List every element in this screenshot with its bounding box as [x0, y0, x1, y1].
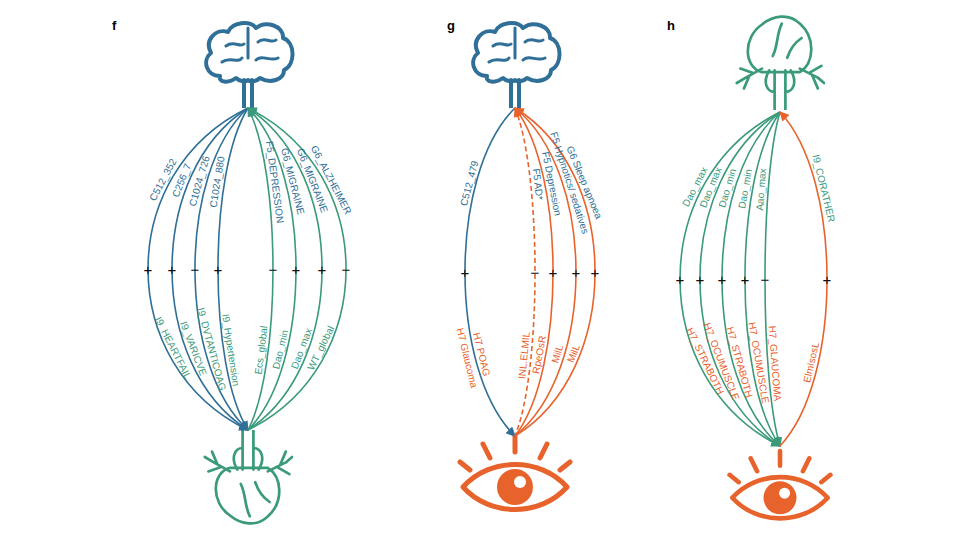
effect-sign: + — [292, 262, 301, 277]
association-curve — [248, 108, 346, 430]
effect-sign: + — [461, 265, 470, 280]
effect-sign: + — [168, 262, 177, 277]
effect-sign: + — [144, 262, 153, 277]
association-curve — [172, 108, 248, 430]
brain-icon — [473, 23, 559, 108]
effect-sign: − — [531, 265, 540, 280]
effect-sign: + — [549, 265, 558, 280]
association-curve — [148, 108, 248, 430]
heart-icon — [737, 17, 824, 110]
association-curve — [515, 108, 595, 436]
effect-sign: + — [718, 272, 727, 287]
effect-sign: − — [761, 272, 770, 287]
effect-sign: + — [591, 265, 600, 280]
heart-icon — [205, 430, 292, 523]
eye-icon — [730, 451, 831, 518]
exposure-label: Aao_max — [754, 168, 768, 211]
effect-sign: + — [318, 262, 327, 277]
panel-letter: f — [112, 18, 116, 33]
effect-sign: + — [696, 272, 705, 287]
effect-sign: − — [269, 262, 278, 277]
outcome-label: Ecs_global — [253, 325, 270, 375]
association-curve — [680, 112, 780, 446]
effect-sign: + — [676, 272, 685, 287]
eye-icon — [460, 436, 570, 510]
effect-sign: + — [823, 272, 832, 287]
effect-sign: + — [572, 265, 581, 280]
effect-sign: − — [342, 262, 351, 277]
heart-icon-group — [737, 17, 824, 110]
effect-sign: − — [191, 262, 200, 277]
effect-sign: + — [214, 262, 223, 277]
effect-sign: + — [741, 272, 750, 287]
association-curve — [248, 108, 322, 430]
brain-icon — [206, 23, 292, 108]
exposure-label: I9_CORATHER — [810, 153, 837, 223]
panel-letter: h — [667, 18, 675, 33]
association-curves — [148, 108, 827, 446]
panel-letter: g — [447, 18, 455, 33]
association-curve — [700, 112, 780, 446]
